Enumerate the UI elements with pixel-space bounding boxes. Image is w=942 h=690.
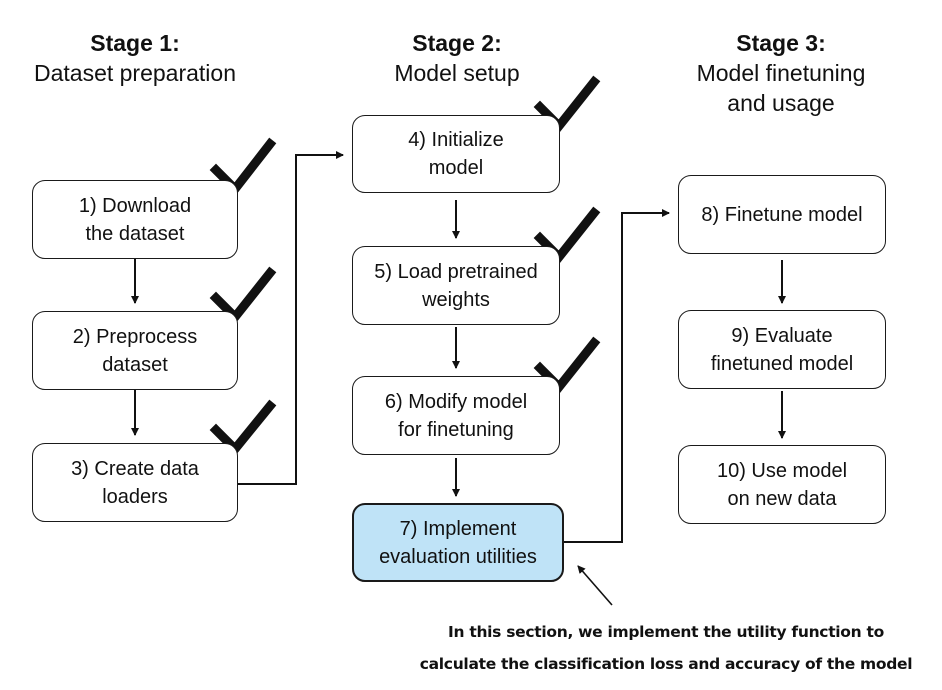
stage-1-header: Stage 1: Dataset preparation <box>10 28 260 88</box>
step-8-finetune-model: 8) Finetune model <box>678 175 886 254</box>
step-4-initialize-model: 4) Initialize model <box>352 115 560 193</box>
step-10-use-model-on-new-data: 10) Use model on new data <box>678 445 886 524</box>
step-2-preprocess-dataset: 2) Preprocess dataset <box>32 311 238 390</box>
step-3-create-data-loaders: 3) Create data loaders <box>32 443 238 522</box>
stage-3-title: Stage 3: <box>736 30 826 56</box>
stage-2-title: Stage 2: <box>412 30 502 56</box>
stage-3-subtitle: Model finetuning and usage <box>696 60 866 116</box>
arrow-stage1-to-stage2 <box>238 151 344 485</box>
stage-1-subtitle: Dataset preparation <box>33 60 236 86</box>
step-6-modify-model: 6) Modify model for finetuning <box>352 376 560 455</box>
step-1-download-dataset: 1) Download the dataset <box>32 180 238 259</box>
annotation-pointer-arrow <box>577 565 613 606</box>
arrow-stage2-to-stage3 <box>564 209 670 543</box>
step-7-implement-evaluation-utilities: 7) Implement evaluation utilities <box>352 503 564 582</box>
stage-3-header: Stage 3: Model finetuning and usage <box>656 28 906 118</box>
step-5-load-pretrained-weights: 5) Load pretrained weights <box>352 246 560 325</box>
stage-2-header: Stage 2: Model setup <box>332 28 582 88</box>
stage-2-subtitle: Model setup <box>394 60 520 86</box>
stage-1-title: Stage 1: <box>90 30 180 56</box>
step-9-evaluate-finetuned-model: 9) Evaluate finetuned model <box>678 310 886 389</box>
section-annotation: In this section, we implement the utilit… <box>419 623 913 673</box>
